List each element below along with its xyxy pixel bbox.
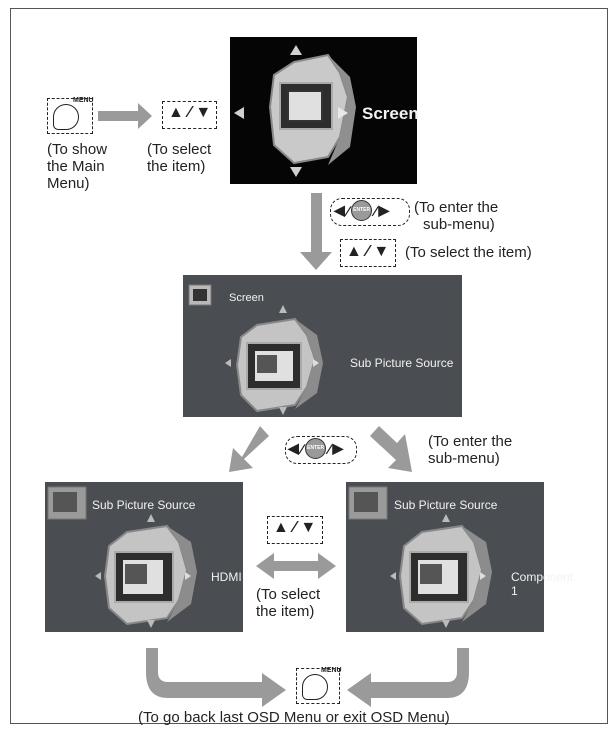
enter-submenu-text-2: (To enter the sub-menu) xyxy=(428,433,512,467)
show-main-menu-line-3: Menu) xyxy=(47,175,90,192)
up-down-keys-3: ▲ ∕ ▼ xyxy=(273,519,317,536)
enter-submenu-2-line-1: (To enter the xyxy=(428,433,513,450)
select-item-3-line-1: (To select xyxy=(256,586,321,603)
sub-picture-source-label: Sub Picture Source xyxy=(350,356,454,370)
main-screen-label: Screen xyxy=(362,104,419,123)
double-arrow-icon xyxy=(256,553,336,579)
enter-key-icon: ENTER xyxy=(351,200,373,221)
select-item-line-1: (To select xyxy=(147,141,212,158)
main-menu-graphic xyxy=(234,45,356,177)
show-main-menu-line-2: the Main xyxy=(47,158,105,175)
select-item-text-3: (To select the item) xyxy=(256,586,320,620)
enter-keys-1: ◀∕ ENTER ∕▶ xyxy=(334,200,389,221)
component-value: Component 1 xyxy=(511,570,574,598)
enter-submenu-text-1: (To enter the sub-menu) xyxy=(414,199,498,233)
down-left-arrow-icon xyxy=(229,426,269,472)
select-item-text-2: (To select the item) xyxy=(405,244,532,261)
menu-key-icon xyxy=(53,104,79,130)
menu-key-icon-2 xyxy=(302,674,328,700)
up-down-keys-1: ▲ ∕ ▼ xyxy=(168,104,212,121)
component-screen: Sub Picture Source Component 1 xyxy=(346,482,573,632)
up-down-key-box-1 xyxy=(162,101,217,129)
hdmi-value: HDMI xyxy=(211,570,242,584)
up-down-keys-2: ▲ ∕ ▼ xyxy=(346,243,390,260)
hdmi-title: Sub Picture Source xyxy=(92,498,196,512)
down-arrow-icon xyxy=(300,193,332,270)
select-item-3-line-2: the item) xyxy=(256,603,315,620)
right-arrow-icon xyxy=(98,103,152,129)
component-graphic xyxy=(348,486,492,628)
select-item-line-2: the item) xyxy=(147,158,206,175)
down-right-arrow-icon xyxy=(370,426,412,472)
curved-arrow-right-icon xyxy=(347,648,469,707)
show-main-menu-text: (To show the Main Menu) xyxy=(47,141,107,192)
enter-submenu-line-1: (To enter the xyxy=(414,199,499,216)
curved-arrow-left-icon xyxy=(146,648,286,707)
main-menu-screen: Screen xyxy=(230,37,419,184)
menu-key-label-2: MENU xyxy=(321,667,342,674)
select-item-text-1: (To select the item) xyxy=(147,141,211,175)
component-title: Sub Picture Source xyxy=(394,498,498,512)
enter-submenu-line-2: sub-menu) xyxy=(423,216,495,233)
right-triangle-icon-2: ▶ xyxy=(332,440,344,456)
left-triangle-icon-2: ◀ xyxy=(288,440,299,456)
right-triangle-icon: ▶ xyxy=(378,202,390,218)
show-main-menu-line-1: (To show xyxy=(47,141,108,158)
enter-key-icon-2: ENTER xyxy=(305,438,327,459)
enter-keys-2: ◀∕ ENTER ∕▶ xyxy=(288,438,343,459)
hdmi-graphic xyxy=(47,486,197,628)
up-down-key-box-3 xyxy=(267,516,323,544)
menu-key-label: MENU xyxy=(73,97,94,104)
sub-screen-label: Screen xyxy=(229,292,264,304)
sub-menu-graphic xyxy=(188,284,323,415)
up-down-key-box-2 xyxy=(340,239,396,267)
hdmi-screen: Sub Picture Source HDMI xyxy=(45,482,243,632)
sub-menu-screen: Screen Sub Picture Source xyxy=(183,275,462,417)
go-back-text: (To go back last OSD Menu or exit OSD Me… xyxy=(138,709,450,726)
enter-submenu-2-line-2: sub-menu) xyxy=(428,450,500,467)
page-frame xyxy=(10,8,608,724)
left-triangle-icon: ◀ xyxy=(334,202,345,218)
